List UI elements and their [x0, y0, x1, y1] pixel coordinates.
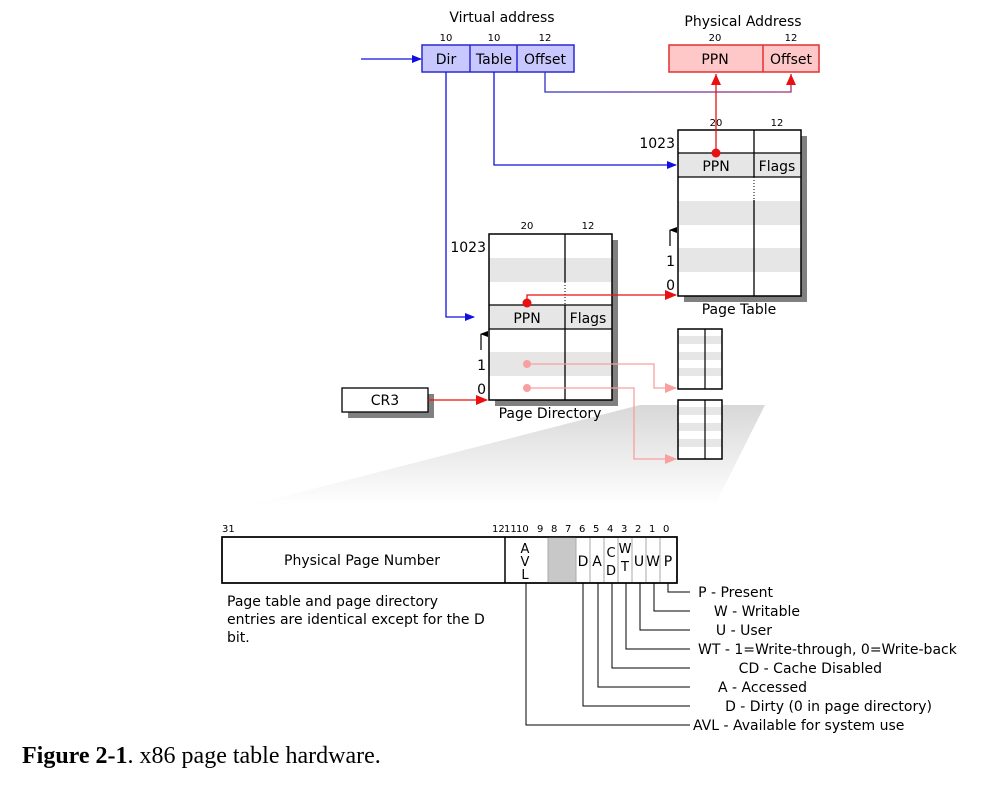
pd-index-1: 1	[477, 358, 486, 374]
physical-address: Physical Address 20 12 PPN Offset	[668, 14, 820, 73]
bit-3: 3	[621, 524, 627, 535]
figure-label: Figure 2-1	[22, 743, 128, 769]
physical-address-title: Physical Address	[684, 14, 801, 30]
pt-index-1: 1	[666, 254, 675, 270]
a-field: A	[592, 554, 602, 570]
bit-6: 6	[579, 524, 585, 535]
pd-entry0-arrow	[527, 387, 677, 464]
pt-index-1023: 1023	[639, 136, 675, 152]
entry-note: Page table and page directory entries ar…	[227, 594, 485, 646]
offset-line	[544, 72, 792, 93]
legend-avl: AVL - Available for system use	[693, 718, 904, 734]
pd-index-0: 0	[477, 382, 486, 398]
avl-field-a: A	[521, 542, 530, 557]
pt-ppn-arrowhead	[711, 74, 721, 85]
p-field: P	[664, 554, 672, 570]
d-field: D	[578, 554, 589, 570]
bit-7: 7	[565, 524, 571, 535]
ppn-bits: 20	[709, 33, 722, 44]
pd-entry1-arrow	[527, 363, 677, 393]
table-field: Table	[475, 52, 512, 68]
page-table: 20 12 PPN Flags 1023 1 0 Page Table	[639, 118, 807, 318]
dir-index-arrow	[445, 72, 475, 321]
figure-caption: Figure 2-1. x86 page table hardware.	[22, 743, 381, 770]
pd-flags-label: Flags	[570, 311, 607, 327]
cd-field-d: D	[606, 564, 616, 579]
legend-present: P - Present	[698, 585, 773, 601]
cd-field-c: C	[606, 546, 615, 561]
offset-field: Offset	[524, 52, 567, 68]
offset-bits: 12	[539, 33, 552, 44]
physical-address-box	[668, 44, 820, 73]
u-field: U	[634, 554, 644, 570]
entry-format: 31 12 11 10 9 8 7 6 5 4 3 2 1 0 Physical…	[221, 524, 958, 734]
reserved-bits	[548, 537, 576, 583]
pa-offset-bits: 12	[785, 33, 798, 44]
pt-bits-12: 12	[771, 118, 784, 129]
bit-2: 2	[635, 524, 641, 535]
pd-bits-20: 20	[521, 221, 534, 232]
small-page-table-1	[677, 328, 723, 390]
pd-index-1023: 1023	[450, 240, 486, 256]
avl-field-l: L	[521, 568, 529, 583]
legend-writable: W - Writable	[714, 604, 800, 620]
w-field: W	[646, 554, 660, 570]
pd-ppn-dot	[522, 298, 532, 308]
pd-entry1-dot	[523, 360, 531, 368]
cr3-label: CR3	[371, 393, 399, 409]
page-directory: 20 12 PPN Flags 1023 1 0 Page Directory	[450, 221, 618, 422]
small-page-table-2	[677, 399, 723, 460]
legend-accessed: A - Accessed	[718, 680, 807, 696]
bit-4: 4	[607, 524, 613, 535]
virtual-address: Virtual address 10 10 12 Dir Table Offse…	[421, 10, 575, 73]
bit-5: 5	[593, 524, 599, 535]
pa-offset-field: Offset	[770, 52, 813, 68]
table-bits: 10	[488, 33, 501, 44]
pd-ppn-label: PPN	[513, 311, 540, 327]
dir-field: Dir	[436, 52, 457, 68]
wt-field-t: T	[620, 560, 629, 575]
pt-ppn-dot	[711, 148, 721, 158]
bit-9: 9	[537, 524, 543, 535]
page-directory-title: Page Directory	[499, 406, 602, 422]
legend-dirty: D - Dirty (0 in page directory)	[725, 699, 932, 715]
pd-bits-12: 12	[582, 221, 595, 232]
legend-wt: WT - 1=Write-through, 0=Write-back	[698, 642, 958, 658]
pt-flags-label: Flags	[759, 159, 796, 175]
legend-leaders	[525, 583, 690, 726]
wt-field-w: W	[619, 542, 632, 557]
bit-10: 10	[516, 524, 529, 535]
zoom-wedge	[250, 405, 765, 505]
legend-cd: CD - Cache Disabled	[739, 661, 882, 677]
table-index-arrow	[493, 72, 677, 169]
ppn-field: Physical Page Number	[284, 553, 440, 569]
page-table-title: Page Table	[702, 302, 777, 318]
offset-arrowhead	[786, 74, 796, 85]
bit-31: 31	[222, 524, 235, 535]
cr3-register: CR3	[341, 387, 434, 418]
entry-box	[221, 536, 678, 584]
dir-bits: 10	[440, 33, 453, 44]
pd-entry0-dot	[523, 384, 531, 392]
pa-ppn-field: PPN	[701, 52, 728, 68]
figure-text: . x86 page table hardware.	[127, 743, 381, 769]
pt-index-0: 0	[666, 278, 675, 294]
bit-1: 1	[649, 524, 655, 535]
avl-field-v: V	[521, 555, 530, 570]
legend-user: U - User	[716, 623, 772, 639]
virtual-address-box	[421, 44, 575, 73]
virtual-address-title: Virtual address	[449, 10, 554, 26]
bit-0: 0	[663, 524, 669, 535]
pt-ppn-label: PPN	[702, 159, 729, 175]
bit-11: 11	[504, 524, 517, 535]
bit-12: 12	[492, 524, 505, 535]
bit-8: 8	[551, 524, 557, 535]
